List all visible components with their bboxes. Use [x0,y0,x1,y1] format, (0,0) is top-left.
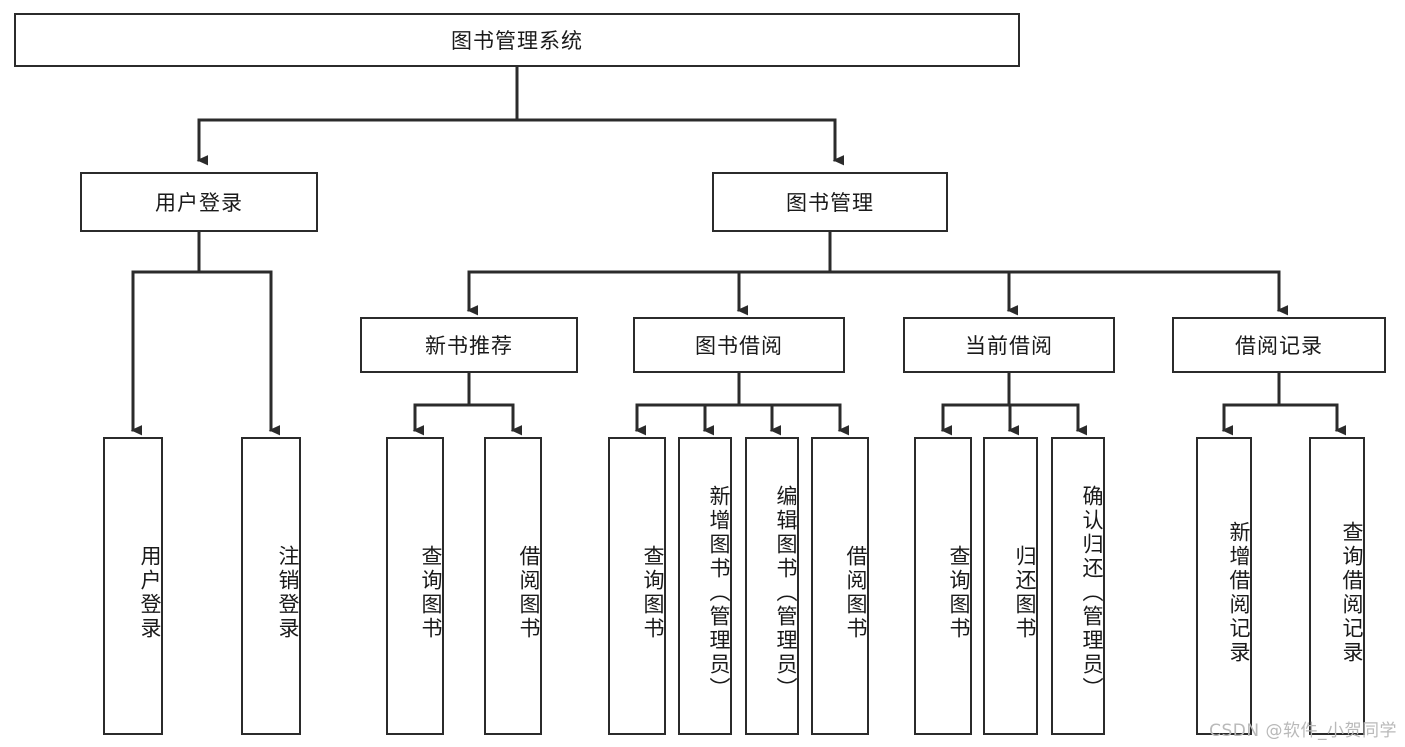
node-user-login[interactable]: 用户登录 [80,172,318,232]
leaf-edit-book-admin-label: 编辑图书（管理员） [774,485,798,701]
node-current-borrow-label: 当前借阅 [965,334,1053,358]
leaf-borrow-book-borrow[interactable]: 借阅图书 [811,437,869,735]
leaf-user-login-label: 用户登录 [138,545,162,641]
leaf-query-book-borrow-label: 查询图书 [641,545,665,641]
leaf-user-login[interactable]: 用户登录 [103,437,163,735]
node-user-login-label: 用户登录 [155,191,243,215]
leaf-query-book-recommend[interactable]: 查询图书 [386,437,444,735]
node-book-borrow-label: 图书借阅 [695,334,783,358]
node-new-book-recommend-label: 新书推荐 [425,334,513,358]
leaf-query-borrow-record[interactable]: 查询借阅记录 [1309,437,1365,735]
leaf-borrow-book-recommend-label: 借阅图书 [517,545,541,641]
node-borrow-record-label: 借阅记录 [1235,334,1323,358]
leaf-logout-label: 注销登录 [276,545,300,641]
node-borrow-record[interactable]: 借阅记录 [1172,317,1386,373]
node-book-borrow[interactable]: 图书借阅 [633,317,845,373]
node-new-book-recommend[interactable]: 新书推荐 [360,317,578,373]
leaf-borrow-book-borrow-label: 借阅图书 [844,545,868,641]
leaf-confirm-return-admin-label: 确认归还（管理员） [1080,485,1104,701]
node-root-label: 图书管理系统 [451,29,583,53]
node-current-borrow[interactable]: 当前借阅 [903,317,1115,373]
leaf-query-book-borrow[interactable]: 查询图书 [608,437,666,735]
leaf-add-book-admin[interactable]: 新增图书（管理员） [678,437,732,735]
node-book-manage[interactable]: 图书管理 [712,172,948,232]
leaf-confirm-return-admin[interactable]: 确认归还（管理员） [1051,437,1105,735]
leaf-return-book[interactable]: 归还图书 [983,437,1038,735]
node-root[interactable]: 图书管理系统 [14,13,1020,67]
leaf-borrow-book-recommend[interactable]: 借阅图书 [484,437,542,735]
leaf-query-book-recommend-label: 查询图书 [419,545,443,641]
leaf-add-book-admin-label: 新增图书（管理员） [707,485,731,701]
leaf-logout[interactable]: 注销登录 [241,437,301,735]
leaf-add-borrow-record[interactable]: 新增借阅记录 [1196,437,1252,735]
leaf-return-book-label: 归还图书 [1013,545,1037,641]
leaf-query-book-current-label: 查询图书 [947,545,971,641]
leaf-add-borrow-record-label: 新增借阅记录 [1227,521,1251,665]
leaf-query-borrow-record-label: 查询借阅记录 [1340,521,1364,665]
node-book-manage-label: 图书管理 [786,191,874,215]
leaf-edit-book-admin[interactable]: 编辑图书（管理员） [745,437,799,735]
leaf-query-book-current[interactable]: 查询图书 [914,437,972,735]
